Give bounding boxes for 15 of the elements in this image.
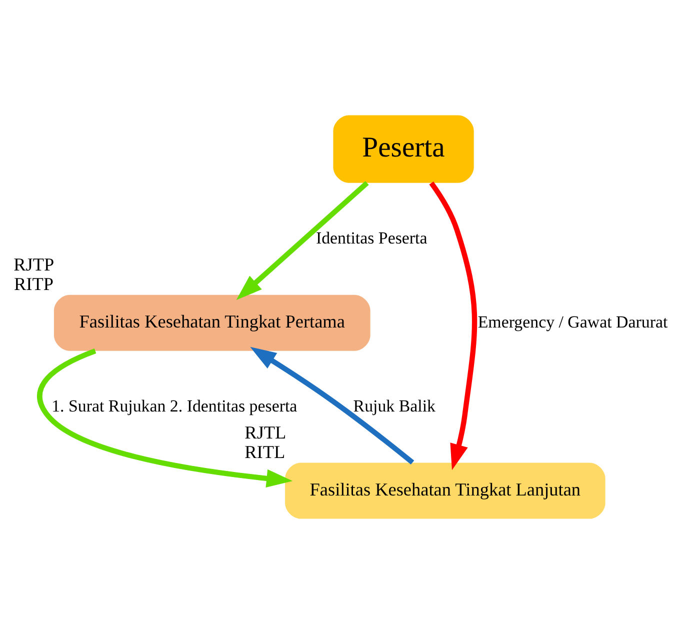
node-label: RITL	[244, 442, 286, 462]
edge-label: Identitas Peserta	[316, 228, 428, 248]
arrow	[429, 181, 478, 470]
node-box: Peserta	[333, 115, 474, 183]
arrow	[37, 348, 293, 488]
edge-label: Rujuk Balik	[353, 396, 436, 416]
node-label: RJTL	[244, 422, 286, 442]
arrow	[250, 346, 414, 465]
edge-label: Emergency / Gawat Darurat	[478, 312, 668, 332]
edge-label: 1. Surat Rujukan 2. Identitas peserta	[52, 396, 298, 416]
arrow	[236, 181, 369, 300]
node-label: RJTP	[14, 254, 54, 274]
node-label: RITP	[14, 274, 54, 294]
node-box: Fasilitas Kesehatan Tingkat Lanjutan	[285, 462, 606, 519]
node-box: Fasilitas Kesehatan Tingkat Pertama	[54, 294, 370, 351]
